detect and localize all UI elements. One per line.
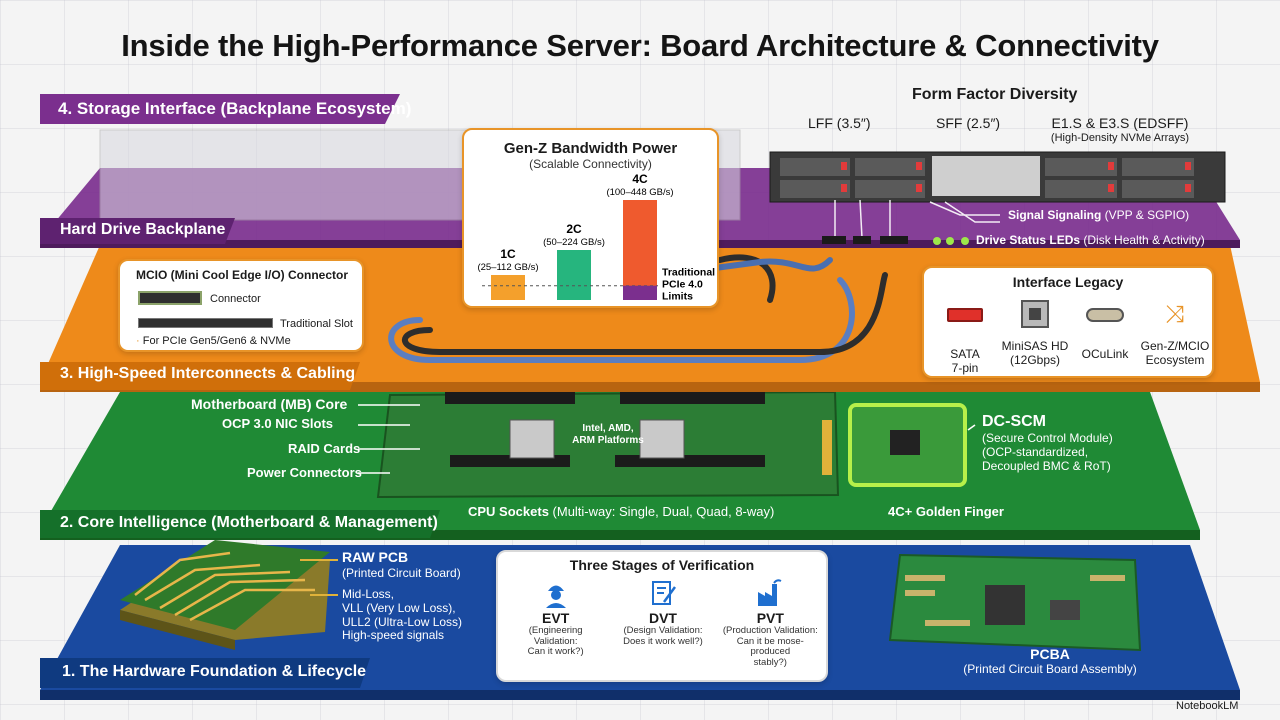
genz-bar-2c xyxy=(557,250,591,300)
genz-bar-range: (100–448 GB/s) xyxy=(606,187,673,198)
pcie4-limit-label: PCIe 4.0 xyxy=(662,279,703,291)
interface-legacy-label: OCuLink xyxy=(1081,347,1129,361)
interface-legacy-label: MiniSAS HD (12Gbps) xyxy=(1001,339,1069,367)
stage-desc: (Engineering Validation: Can it work?) xyxy=(527,625,584,658)
stage-desc: (Design Validation: Does it work well?) xyxy=(623,625,703,647)
ocp-label: OCP 3.0 NIC Slots xyxy=(222,416,334,431)
interface-legacy-item: ⤨ Gen-Z/MCIO Ecosystem xyxy=(1140,300,1210,376)
pcie4-limit-label: Traditional xyxy=(662,267,715,279)
sata-icon xyxy=(930,308,1000,340)
stage-name: PVT xyxy=(756,610,784,626)
loss-label: Mid-Loss, VLL (Very Low Loss), ULL2 (Ult… xyxy=(342,587,463,643)
genz-bar-range: (25–112 GB/s) xyxy=(477,262,538,273)
dc-scm-title: DC-SCM xyxy=(982,413,1046,430)
genz-bar-name: 1C xyxy=(500,247,516,261)
interface-legacy-item: OCuLink xyxy=(1070,300,1140,376)
cpu-sockets-label: CPU Sockets (Multi-way: Single, Dual, Qu… xyxy=(468,504,775,519)
verification-stage: PVT(Production Validation: Can it be mos… xyxy=(718,578,822,682)
raw-pcb-sub: (Printed Circuit Board) xyxy=(342,566,461,580)
interface-legacy-item: SATA 7-pin xyxy=(930,300,1000,376)
foundation-layer-label: 1. The Hardware Foundation & Lifecycle xyxy=(62,663,367,680)
oculink-icon xyxy=(1070,308,1140,340)
engineer-icon xyxy=(504,578,608,610)
genz-card: Gen-Z Bandwidth Power (Scalable Connecti… xyxy=(462,128,719,308)
stage-name: EVT xyxy=(542,610,570,626)
signal-label: Signal Signaling (VPP & SGPIO) xyxy=(1008,208,1190,222)
genz-bandwidth-chart: 1C(25–112 GB/s) 2C(50–224 GB/s) 4C(100–448… xyxy=(477,172,715,303)
verification-stage: EVT(Engineering Validation: Can it work?… xyxy=(504,578,608,682)
platforms-label: Intel, AMD, ARM Platforms xyxy=(572,423,644,446)
interface-legacy-label: Gen-Z/MCIO Ecosystem xyxy=(1140,339,1210,367)
stage-name: DVT xyxy=(648,610,677,626)
genz-bar-name: 2C xyxy=(566,222,582,236)
sff-label: SFF (2.5″) xyxy=(936,115,1001,131)
mcio-card: MCIO (Mini Cool Edge I/O) Connector Conn… xyxy=(118,259,364,352)
shuffle-icon: ⤨ xyxy=(1165,300,1185,328)
traditional-slot-icon xyxy=(138,318,273,328)
drive-cage xyxy=(769,151,1226,203)
cpu-socket-1 xyxy=(509,419,555,459)
raid-label: RAID Cards xyxy=(288,441,361,456)
interface-legacy-label: SATA 7-pin xyxy=(950,347,980,375)
power-label: Power Connectors xyxy=(247,465,362,480)
mcio-connector-label: Connector xyxy=(210,293,261,305)
notebooklm-brand: NotebookLM xyxy=(1176,700,1239,712)
verification-card: Three Stages of Verification EVT(Enginee… xyxy=(496,550,828,682)
genz-bar-range: (50–224 GB/s) xyxy=(543,237,605,248)
pcba-sub: (Printed Circuit Board Assembly) xyxy=(963,662,1137,676)
genz-subtitle: (Scalable Connectivity) xyxy=(529,157,652,171)
pcie4-limit-segment xyxy=(623,285,657,300)
drive-led-label: Drive Status LEDs (Disk Health & Activit… xyxy=(976,233,1205,247)
verification-title: Three Stages of Verification xyxy=(569,557,755,573)
pcie4-limit-label: Limits xyxy=(662,291,693,303)
mcio-connector-icon xyxy=(138,291,202,305)
genz-bar-1c xyxy=(491,275,525,300)
lff-label: LFF (3.5″) xyxy=(808,115,871,131)
stage-desc: (Production Validation: Can it be mose-p… xyxy=(722,625,818,668)
mcio-note: · For PCIe Gen5/Gen6 & NVMe xyxy=(136,335,291,347)
core-layer-label: 2. Core Intelligence (Motherboard & Mana… xyxy=(60,514,438,531)
cpu-socket-2 xyxy=(639,419,685,459)
edsff-label: E1.S & E3.S (EDSFF) xyxy=(1051,115,1189,131)
factory-icon xyxy=(718,578,822,610)
raw-pcb-label: RAW PCB xyxy=(342,549,409,565)
genz-title: Gen-Z Bandwidth Power xyxy=(503,140,678,157)
interconnect-layer-label: 3. High-Speed Interconnects & Cabling xyxy=(60,365,356,382)
storage-layer-label: 4. Storage Interface (Backplane Ecosyste… xyxy=(58,99,412,118)
traditional-slot-label: Traditional Slot xyxy=(280,318,353,330)
interface-legacy-item: MiniSAS HD (12Gbps) xyxy=(1000,300,1070,376)
verification-stage: DVT(Design Validation: Does it work well… xyxy=(611,578,715,682)
golden-finger-label: 4C+ Golden Finger xyxy=(888,504,1004,519)
mb-core-label: Motherboard (MB) Core xyxy=(191,396,348,412)
backplane-label: Hard Drive Backplane xyxy=(60,221,226,238)
page-title: Inside the High-Performance Server: Boar… xyxy=(121,28,1159,63)
pcba-label: PCBA xyxy=(1030,646,1070,662)
edsff-sub: (High-Density NVMe Arrays) xyxy=(1050,132,1190,144)
genz-bar-4c xyxy=(623,200,657,300)
minisas-icon xyxy=(1000,300,1070,332)
dc-scm-desc: (Secure Control Module) (OCP-standardize… xyxy=(982,431,1113,473)
mcio-title: MCIO (Mini Cool Edge I/O) Connector xyxy=(136,268,348,282)
design-doc-icon xyxy=(611,578,715,610)
interface-legacy-title: Interface Legacy xyxy=(1012,274,1124,290)
form-factor-heading: Form Factor Diversity xyxy=(912,86,1078,103)
interface-legacy-card: Interface Legacy SATA 7-pin MiniSAS HD (1… xyxy=(922,266,1214,378)
genz-bar-name: 4C xyxy=(632,172,648,186)
